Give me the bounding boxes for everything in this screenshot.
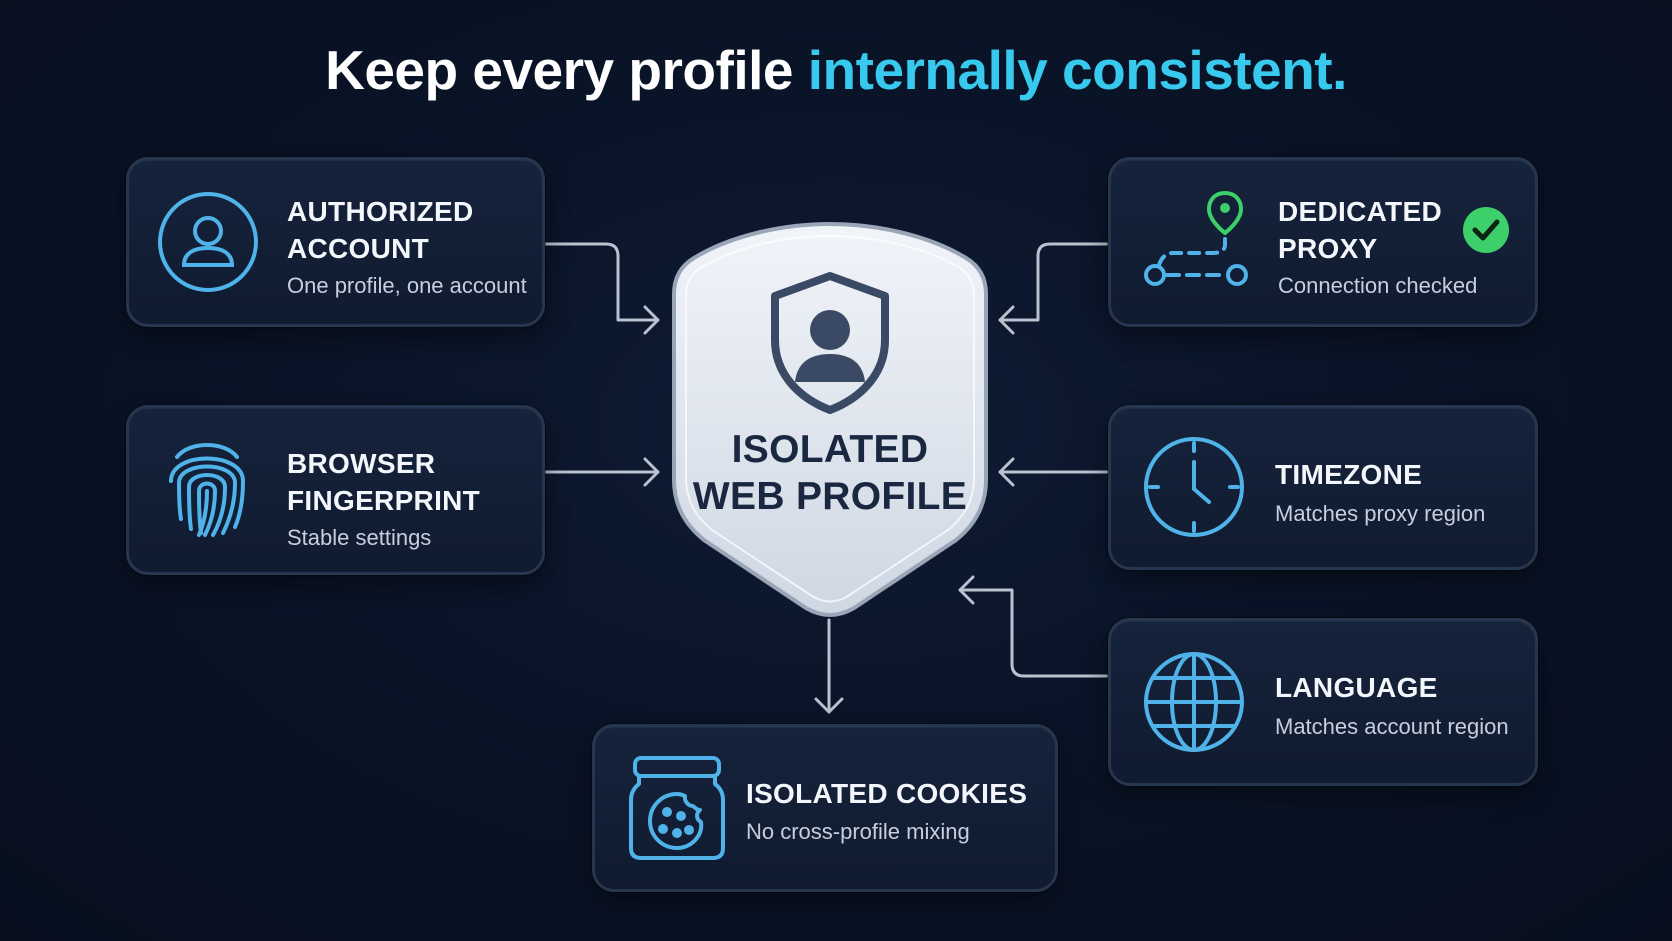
arrow-language-to-profile-head xyxy=(958,575,975,605)
account-label-line1: AUTHORIZED xyxy=(287,196,474,227)
proxy-label-line2: PROXY xyxy=(1278,233,1378,264)
fingerprint-icon xyxy=(165,435,249,541)
arrow-account-to-profile-head xyxy=(643,305,660,335)
card-browser-fingerprint: BROWSER FINGERPRINT Stable settings xyxy=(126,405,545,575)
proxy-label-line1: DEDICATED xyxy=(1278,196,1442,227)
arrow-proxy-to-profile xyxy=(998,242,1110,322)
shield-user-icon xyxy=(771,272,889,414)
shield-outline xyxy=(672,221,988,617)
isolated-web-profile-shield: ISOLATED WEB PROFILE xyxy=(668,218,992,618)
globe-icon xyxy=(1143,651,1245,753)
center-label-line1: ISOLATED xyxy=(731,428,929,471)
fingerprint-subtitle: Stable settings xyxy=(287,525,432,550)
center-label-line2: WEB PROFILE xyxy=(692,475,968,518)
title-accent: internally consistent. xyxy=(807,39,1348,101)
arrow-proxy-to-profile-head xyxy=(998,305,1015,335)
card-timezone: TIMEZONE Matches proxy region xyxy=(1108,405,1538,570)
arrow-language-to-profile xyxy=(958,588,1110,678)
clock-icon xyxy=(1143,436,1245,538)
language-subtitle: Matches account region xyxy=(1275,714,1509,739)
account-subtitle: One profile, one account xyxy=(287,273,527,298)
account-label-line2: ACCOUNT xyxy=(287,233,430,264)
proxy-subtitle: Connection checked xyxy=(1278,273,1478,298)
card-dedicated-proxy: DEDICATED PROXY Connection checked xyxy=(1108,157,1538,327)
card-isolated-cookies: ISOLATED COOKIES No cross-profile mixing xyxy=(592,724,1058,892)
arrow-account-to-profile xyxy=(543,242,660,322)
fingerprint-label-line1: BROWSER xyxy=(287,448,436,479)
check-circle-icon xyxy=(1462,206,1510,254)
cookies-subtitle: No cross-profile mixing xyxy=(746,819,970,844)
title-lead: Keep every profile xyxy=(325,39,808,101)
page-title: Keep every profile internally consistent… xyxy=(0,38,1672,102)
cookie-jar-icon xyxy=(629,754,725,862)
fingerprint-label-line2: FINGERPRINT xyxy=(287,485,481,516)
route-pin-icon xyxy=(1143,189,1253,289)
language-label: LANGUAGE xyxy=(1275,672,1438,703)
arrow-profile-to-cookies-head xyxy=(814,697,844,714)
card-language: LANGUAGE Matches account region xyxy=(1108,618,1538,786)
card-authorized-account: AUTHORIZED ACCOUNT One profile, one acco… xyxy=(126,157,545,327)
arrow-timezone-to-profile-head xyxy=(998,457,1015,487)
user-icon xyxy=(157,191,259,293)
cookies-label: ISOLATED COOKIES xyxy=(746,778,1028,809)
timezone-subtitle: Matches proxy region xyxy=(1275,501,1486,526)
timezone-label: TIMEZONE xyxy=(1275,459,1423,490)
arrow-fingerprint-to-profile-head xyxy=(643,457,660,487)
